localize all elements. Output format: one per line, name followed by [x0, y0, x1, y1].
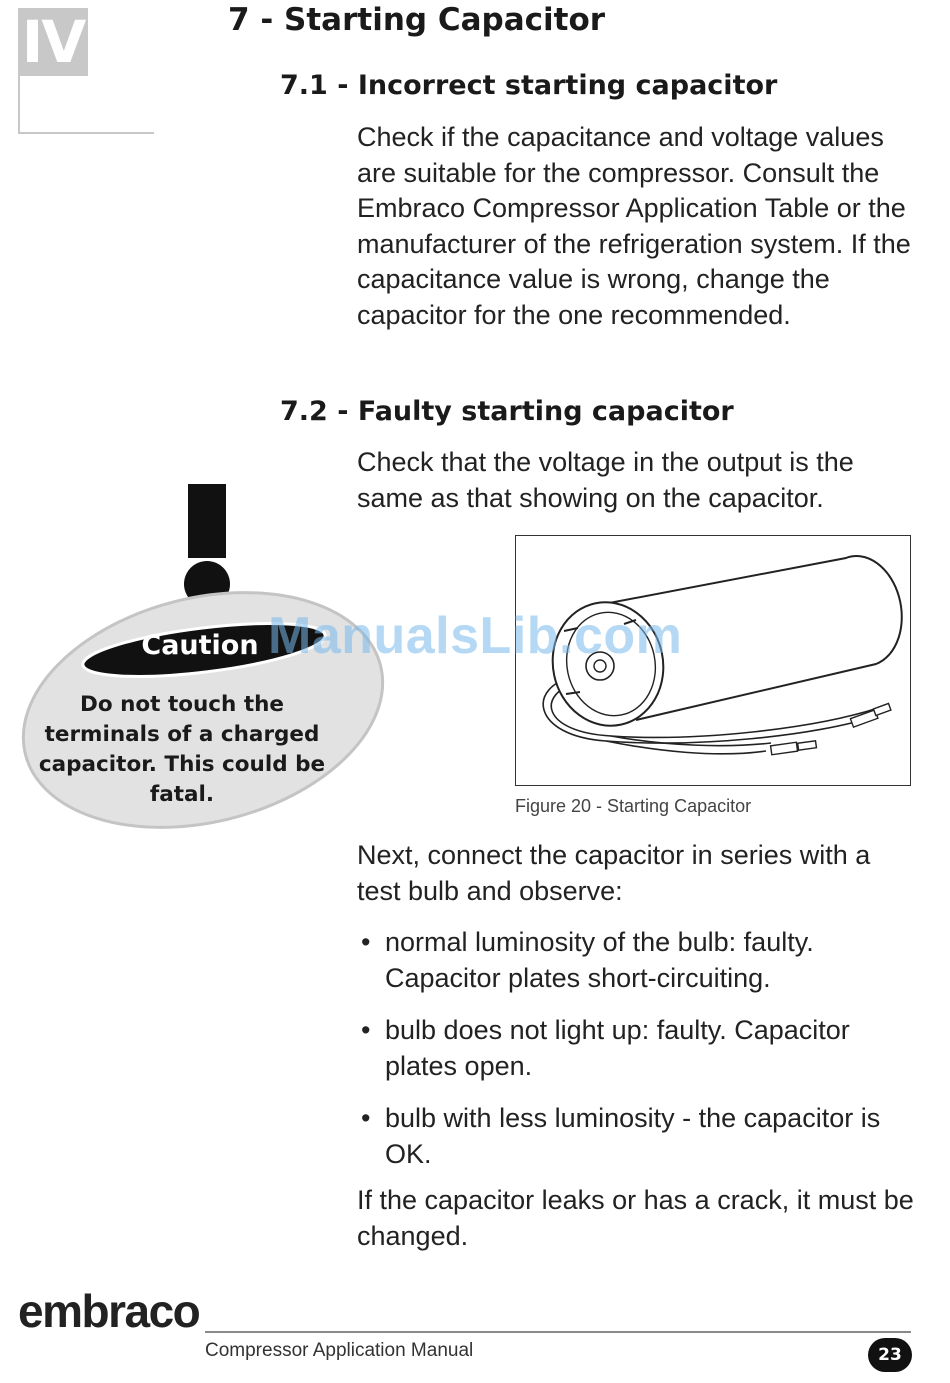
bullet-icon: •	[361, 927, 371, 957]
bullet-icon: •	[361, 1103, 371, 1133]
section-paragraph-7-1: Check if the capacitance and voltage val…	[357, 122, 911, 330]
capacitor-figure	[515, 535, 911, 786]
chapter-title: 7 - Starting Capacitor	[228, 2, 606, 38]
chapter-tab-underline	[18, 132, 154, 134]
footer-divider	[205, 1331, 911, 1333]
test-results-list: • normal luminosity of the bulb: faulty. …	[357, 925, 922, 1189]
closing-paragraph: If the capacitor leaks or has a crack, i…	[357, 1185, 914, 1251]
watermark: ManualsLib.com	[268, 607, 683, 665]
chapter-tab-divider	[18, 76, 20, 134]
bullet-icon: •	[361, 1015, 371, 1045]
chapter-tab: IV	[18, 8, 88, 76]
caution-graphic	[21, 484, 385, 829]
embraco-logo: embraco	[18, 1285, 201, 1337]
list-item-text: normal luminosity of the bulb: faulty. C…	[385, 927, 814, 993]
page-number: 23	[868, 1338, 912, 1372]
section-heading-7-2: 7.2 - Faulty starting capacitor	[280, 396, 734, 427]
section-heading-7-1: 7.1 - Incorrect starting capacitor	[280, 70, 778, 101]
caution-text: Do not touch the terminals of a charged …	[38, 692, 326, 807]
list-item-text: bulb does not light up: faulty. Capacito…	[385, 1015, 850, 1081]
figure-caption: Figure 20 - Starting Capacitor	[515, 796, 752, 816]
caution-label: Caution	[141, 630, 259, 661]
exclamation-icon-bar	[188, 484, 226, 558]
caution-banner	[81, 622, 327, 678]
list-item: • bulb does not light up: faulty. Capacit…	[357, 1013, 922, 1084]
footer-manual-title: Compressor Application Manual	[205, 1340, 474, 1361]
capacitor-illustration	[542, 555, 903, 756]
test-intro: Next, connect the capacitor in series wi…	[357, 840, 871, 906]
list-item: • bulb with less luminosity - the capacit…	[357, 1101, 922, 1172]
list-item-text: bulb with less luminosity - the capacito…	[385, 1103, 881, 1169]
list-item: • normal luminosity of the bulb: faulty. …	[357, 925, 922, 996]
section-paragraph-7-2: Check that the voltage in the output is …	[357, 447, 854, 513]
